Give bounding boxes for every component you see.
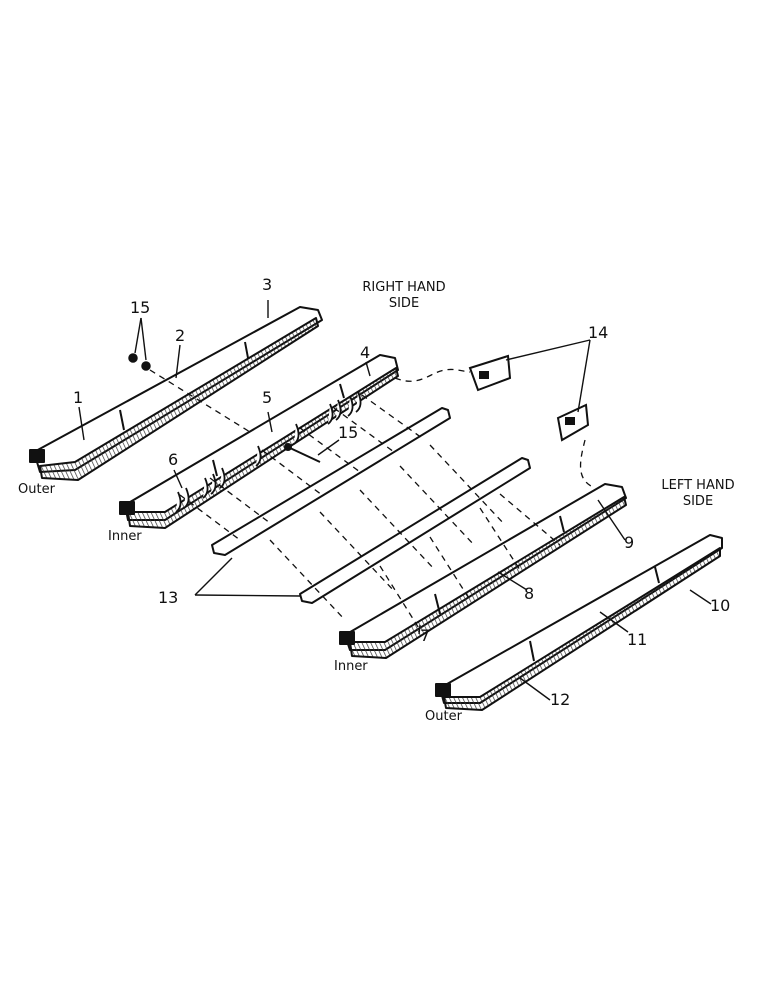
assembly-dash-lines [149,368,596,631]
callout-9: 9 [624,533,635,552]
lower-mounting-plate [299,457,531,604]
inner-label-right: Inner [108,529,142,544]
callout-2: 2 [175,326,186,345]
leader-lines [78,300,712,701]
callout-15-middle: 15 [338,423,359,442]
right-hand-side-line2: SIDE [388,296,420,312]
inner-label-left: Inner [334,659,368,674]
callout-15-upper: 15 [130,298,151,317]
rh-inner-brackets [175,391,362,513]
upper-mounting-plate [211,407,451,556]
callout-1: 1 [73,388,84,407]
nuts [128,353,151,371]
outer-label-right: Outer [18,482,55,497]
callout-6: 6 [168,450,179,469]
callout-5: 5 [262,388,273,407]
rh-inner-rail [119,354,399,529]
left-hand-side-line1: LEFT HAND [661,478,735,493]
lh-bracket-plate [556,403,590,442]
right-hand-side-label: RIGHT HAND SIDE [355,280,453,313]
callout-12: 12 [550,690,571,709]
lh-inner-rail [339,483,627,659]
callout-11: 11 [627,630,648,649]
outer-label-left: Outer [425,709,462,724]
left-hand-side-label: LEFT HAND SIDE [652,478,744,511]
callout-3: 3 [262,275,273,294]
right-hand-side-line1: RIGHT HAND [362,280,446,295]
callout-7: 7 [420,626,431,645]
left-hand-side-line2: SIDE [682,494,714,510]
bolt [284,443,321,463]
callout-14: 14 [588,323,609,342]
callout-4: 4 [360,343,371,362]
rh-outer-rail [29,306,323,481]
callout-10: 10 [710,596,731,615]
lh-outer-rail [435,534,723,711]
callout-13: 13 [158,588,179,607]
rh-bracket-plate [468,354,512,392]
callout-8: 8 [524,584,535,603]
